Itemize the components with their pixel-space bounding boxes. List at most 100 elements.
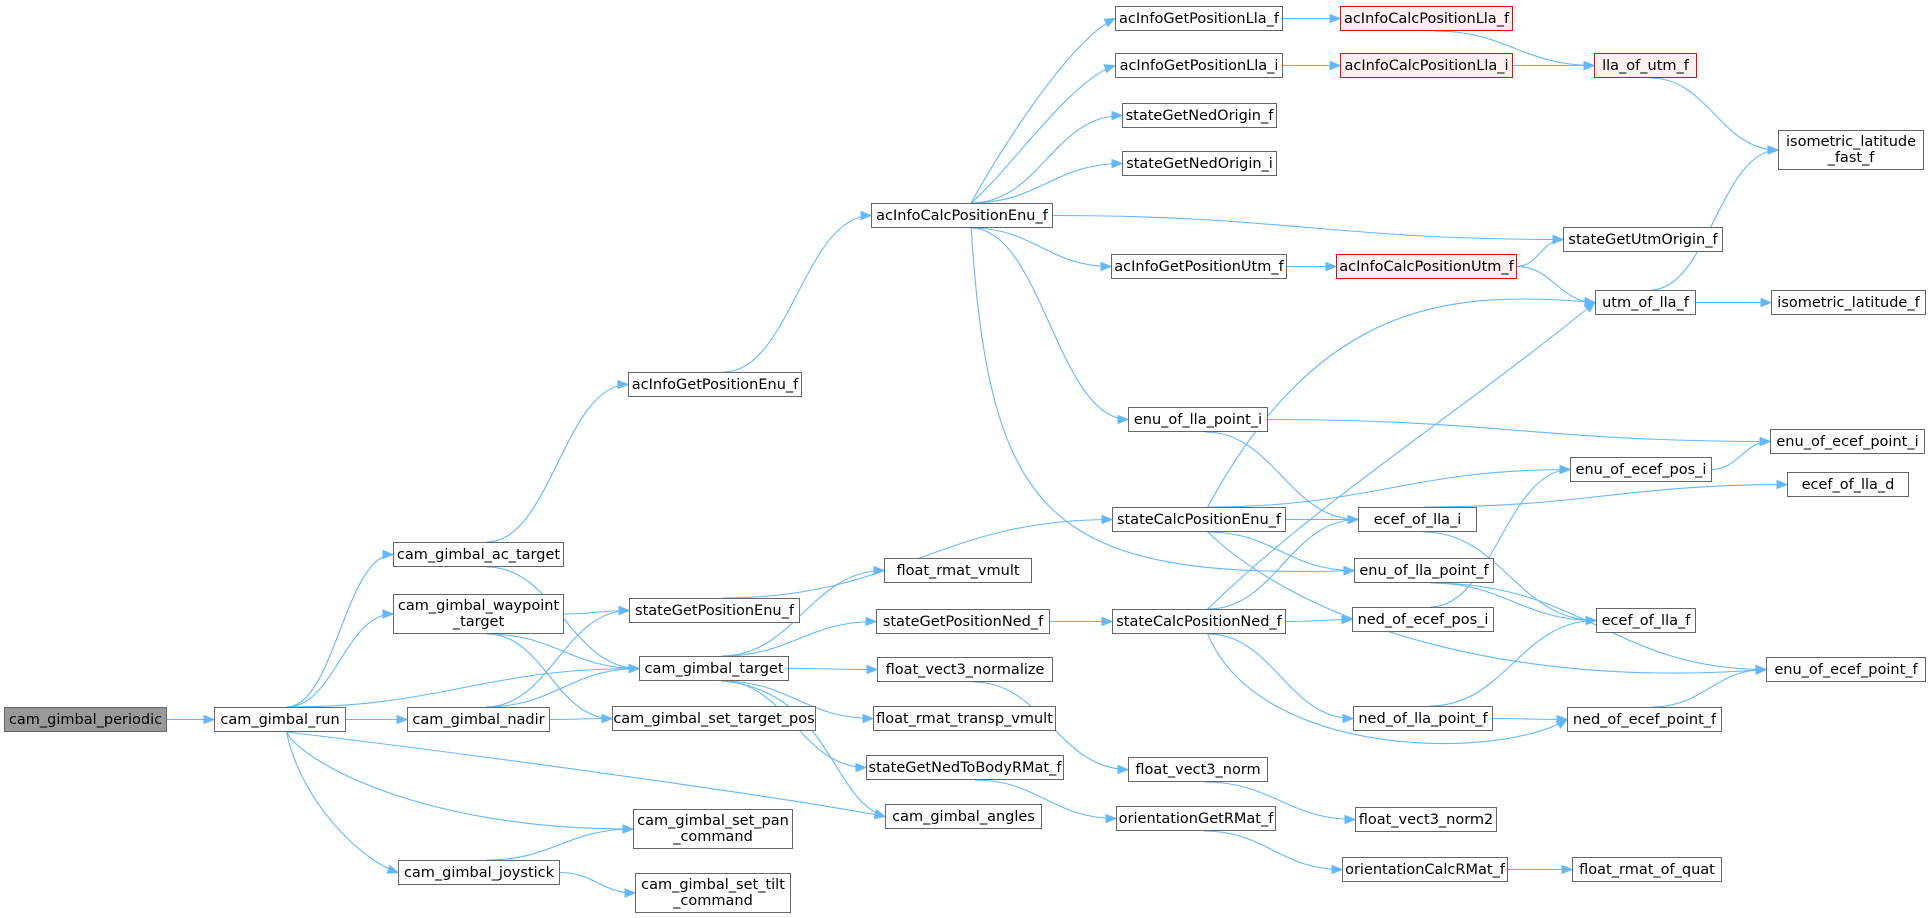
edge-acInfoCalcPositionEnu_f-to-stateGetUtmOrigin_f xyxy=(1052,214,1564,241)
node-cam-gimbal-joystick[interactable]: cam_gimbal_joystick xyxy=(398,860,560,885)
node-cam-gimbal-periodic: cam_gimbal_periodic xyxy=(4,707,167,732)
edge-cam_gimbal_run-to-cam_gimbal_joystick-arrowhead xyxy=(386,864,400,874)
edge-enu_of_lla_point_i-to-enu_of_ecef_point_i xyxy=(1267,418,1771,443)
edge-cam_gimbal_run-to-cam_gimbal_waypoint_target xyxy=(286,613,394,708)
node-acinfo-get-position-lla-i[interactable]: acInfoGetPositionLla_i xyxy=(1115,53,1283,78)
edge-orientationCalcRMat_f-to-float_rmat_of_quat-arrowhead xyxy=(1561,864,1574,875)
node-lla-of-utm-f[interactable]: lla_of_utm_f xyxy=(1594,53,1697,78)
edge-acInfoCalcPositionEnu_f-to-enu_of_lla_point_i xyxy=(971,227,1129,421)
edge-cam_gimbal_target-to-float_rmat_transp_vmult-arrowhead xyxy=(862,713,875,724)
node-isometric-latitude-fast-f[interactable]: isometric_latitude _fast_f xyxy=(1778,130,1924,170)
edge-ecef_of_lla_i-to-ecef_of_lla_d xyxy=(1423,483,1788,508)
edge-stateCalcPositionEnu_f-to-enu_of_lla_point_f xyxy=(1207,531,1355,572)
node-float-rmat-vmult[interactable]: float_rmat_vmult xyxy=(884,558,1032,583)
edge-acInfoCalcPositionEnu_f-to-stateGetNedOrigin_f-arrowhead xyxy=(1111,110,1124,121)
edge-acInfoCalcPositionUtm_f-to-utm_of_lla_f-arrowhead xyxy=(1584,297,1597,308)
edge-utm_of_lla_f-to-isometric_latitude_f-arrowhead xyxy=(1760,297,1773,308)
node-utm-of-lla-f[interactable]: utm_of_lla_f xyxy=(1595,290,1696,315)
edge-cam_gimbal_joystick-to-cam_gimbal_set_tilt_command-arrowhead xyxy=(624,888,637,898)
node-cam-gimbal-run[interactable]: cam_gimbal_run xyxy=(214,707,346,732)
edge-cam_gimbal_nadir-to-stateGetPositionEnu_f-arrowhead xyxy=(618,605,631,616)
edge-lla_of_utm_f-to-isometric_latitude_fast_f xyxy=(1650,77,1779,151)
edge-enu_of_lla_point_i-to-ecef_of_lla_i xyxy=(1204,431,1359,521)
edge-acInfoCalcPositionEnu_f-to-acInfoGetPositionUtm_f-arrowhead xyxy=(1100,261,1113,272)
node-acinfo-calc-position-utm-f[interactable]: acInfoCalcPositionUtm_f xyxy=(1336,254,1517,279)
node-float-rmat-transp-vmult[interactable]: float_rmat_transp_vmult xyxy=(873,706,1056,731)
node-state-get-ned-origin-f[interactable]: stateGetNedOrigin_f xyxy=(1122,103,1277,128)
edge-stateGetPositionNed_f-to-stateCalcPositionNed_f-arrowhead xyxy=(1101,616,1114,627)
node-orientation-get-rmat-f[interactable]: orientationGetRMat_f xyxy=(1116,806,1276,831)
edge-stateGetPositionEnu_f-to-stateCalcPositionEnu_f-arrowhead xyxy=(1101,514,1114,525)
node-float-rmat-of-quat[interactable]: float_rmat_of_quat xyxy=(1572,857,1722,882)
edge-ned_of_ecef_pos_i-to-enu_of_ecef_pos_i-arrowhead xyxy=(1559,464,1572,475)
edge-cam_gimbal_run-to-cam_gimbal_ac_target-arrowhead xyxy=(382,549,395,560)
edge-acInfoGetPositionEnu_f-to-acInfoCalcPositionEnu_f-arrowhead xyxy=(860,210,873,221)
edge-acInfoCalcPositionEnu_f-to-acInfoGetPositionLla_i-arrowhead xyxy=(1103,64,1117,74)
edge-ned_of_lla_point_f-to-ned_of_ecef_point_f xyxy=(1492,717,1568,721)
node-cam-gimbal-set-target-pos[interactable]: cam_gimbal_set_target_pos xyxy=(612,706,816,731)
edge-cam_gimbal_target-to-float_rmat_vmult xyxy=(721,569,885,657)
edge-acInfoCalcPositionEnu_f-to-stateGetNedOrigin_i-arrowhead xyxy=(1111,158,1124,169)
edge-acInfoCalcPositionEnu_f-to-enu_of_lla_point_i-arrowhead xyxy=(1117,414,1130,425)
node-cam-gimbal-waypoint-target[interactable]: cam_gimbal_waypoint _target xyxy=(393,594,564,634)
node-enu-of-ecef-point-i[interactable]: enu_of_ecef_point_i xyxy=(1770,429,1925,454)
node-cam-gimbal-nadir[interactable]: cam_gimbal_nadir xyxy=(407,707,550,732)
node-state-get-ned-to-body-rmat-f[interactable]: stateGetNedToBodyRMat_f xyxy=(866,755,1064,780)
node-ned-of-ecef-pos-i[interactable]: ned_of_ecef_pos_i xyxy=(1352,607,1494,632)
node-cam-gimbal-angles[interactable]: cam_gimbal_angles xyxy=(885,804,1042,829)
node-state-get-position-ned-f[interactable]: stateGetPositionNed_f xyxy=(876,609,1050,634)
node-enu-of-lla-point-f[interactable]: enu_of_lla_point_f xyxy=(1354,558,1494,583)
edge-cam_gimbal_target-to-stateGetNedToBodyRMat_f-arrowhead xyxy=(855,762,868,773)
node-cam-gimbal-target[interactable]: cam_gimbal_target xyxy=(639,656,789,681)
edge-ned_of_ecef_point_f-to-enu_of_ecef_point_f xyxy=(1652,668,1767,708)
edge-cam_gimbal_periodic-to-cam_gimbal_run-arrowhead xyxy=(203,714,216,725)
edge-orientationGetRMat_f-to-orientationCalcRMat_f-arrowhead xyxy=(1331,864,1344,875)
node-cam-gimbal-set-pan-command[interactable]: cam_gimbal_set_pan _command xyxy=(633,809,793,849)
edge-float_vect3_norm-to-float_vect3_norm2 xyxy=(1204,781,1356,821)
node-state-get-position-enu-f[interactable]: stateGetPositionEnu_f xyxy=(629,598,800,623)
node-cam-gimbal-ac-target[interactable]: cam_gimbal_ac_target xyxy=(393,542,564,567)
edge-cam_gimbal_run-to-cam_gimbal_nadir-arrowhead xyxy=(396,714,409,725)
edge-stateCalcPositionEnu_f-to-enu_of_ecef_pos_i xyxy=(1207,468,1571,508)
edge-acInfoCalcPositionEnu_f-to-acInfoGetPositionUtm_f xyxy=(971,227,1112,268)
node-acinfo-get-position-utm-f[interactable]: acInfoGetPositionUtm_f xyxy=(1111,254,1287,279)
node-float-vect3-norm[interactable]: float_vect3_norm xyxy=(1128,757,1268,782)
edge-cam_gimbal_target-to-stateGetPositionNed_f-arrowhead xyxy=(865,616,878,627)
edge-cam_gimbal_target-to-stateGetPositionNed_f xyxy=(721,620,877,657)
node-acinfo-calc-position-enu-f[interactable]: acInfoCalcPositionEnu_f xyxy=(871,203,1053,228)
node-enu-of-lla-point-i[interactable]: enu_of_lla_point_i xyxy=(1128,407,1268,432)
node-ecef-of-lla-d[interactable]: ecef_of_lla_d xyxy=(1787,472,1909,497)
node-acinfo-calc-position-lla-f[interactable]: acInfoCalcPositionLla_f xyxy=(1340,6,1513,31)
node-ned-of-lla-point-f[interactable]: ned_of_lla_point_f xyxy=(1353,706,1493,731)
node-state-calc-position-enu-f[interactable]: stateCalcPositionEnu_f xyxy=(1112,507,1286,532)
node-enu-of-ecef-point-f[interactable]: enu_of_ecef_point_f xyxy=(1766,657,1926,682)
node-acinfo-calc-position-lla-i[interactable]: acInfoCalcPositionLla_i xyxy=(1340,53,1513,78)
edge-cam_gimbal_run-to-cam_gimbal_joystick xyxy=(286,731,399,874)
edge-cam_gimbal_run-to-cam_gimbal_angles xyxy=(286,731,886,818)
edge-stateGetNedToBodyRMat_f-to-orientationGetRMat_f-arrowhead xyxy=(1105,813,1118,824)
edge-cam_gimbal_target-to-float_rmat_vmult-arrowhead xyxy=(873,565,886,576)
node-state-calc-position-ned-f[interactable]: stateCalcPositionNed_f xyxy=(1112,609,1286,634)
edge-cam_gimbal_target-to-float_vect3_normalize-arrowhead xyxy=(866,664,879,675)
node-state-get-utm-origin-f[interactable]: stateGetUtmOrigin_f xyxy=(1563,227,1723,252)
node-acinfo-get-position-lla-f[interactable]: acInfoGetPositionLla_f xyxy=(1115,6,1283,31)
edge-enu_of_lla_point_f-to-ecef_of_lla_f xyxy=(1430,582,1597,622)
node-orientation-calc-rmat-f[interactable]: orientationCalcRMat_f xyxy=(1342,857,1508,882)
node-ecef-of-lla-i[interactable]: ecef_of_lla_i xyxy=(1358,507,1477,532)
edge-ned_of_ecef_pos_i-to-enu_of_ecef_pos_i xyxy=(1430,468,1571,608)
node-isometric-latitude-f[interactable]: isometric_latitude_f xyxy=(1771,290,1926,315)
node-acinfo-get-position-enu-f[interactable]: acInfoGetPositionEnu_f xyxy=(628,372,802,397)
node-enu-of-ecef-pos-i[interactable]: enu_of_ecef_pos_i xyxy=(1570,457,1712,482)
edge-cam_gimbal_run-to-cam_gimbal_ac_target xyxy=(286,553,394,708)
edge-acInfoCalcPositionUtm_f-to-stateGetUtmOrigin_f xyxy=(1516,238,1564,268)
node-cam-gimbal-set-tilt-command[interactable]: cam_gimbal_set_tilt _command xyxy=(635,873,791,913)
edge-stateCalcPositionNed_f-to-ned_of_lla_point_f xyxy=(1207,633,1354,720)
node-ecef-of-lla-f[interactable]: ecef_of_lla_f xyxy=(1596,608,1696,633)
edge-cam_gimbal_target-to-float_rmat_transp_vmult xyxy=(721,680,874,720)
node-float-vect3-normalize[interactable]: float_vect3_normalize xyxy=(877,657,1053,682)
edge-ecef_of_lla_i-to-ecef_of_lla_f xyxy=(1423,531,1597,622)
edge-stateGetNedToBodyRMat_f-to-orientationGetRMat_f xyxy=(974,779,1117,820)
node-ned-of-ecef-point-f[interactable]: ned_of_ecef_point_f xyxy=(1567,707,1722,732)
node-float-vect3-norm2[interactable]: float_vect3_norm2 xyxy=(1355,807,1497,832)
node-state-get-ned-origin-i[interactable]: stateGetNedOrigin_i xyxy=(1122,151,1277,176)
